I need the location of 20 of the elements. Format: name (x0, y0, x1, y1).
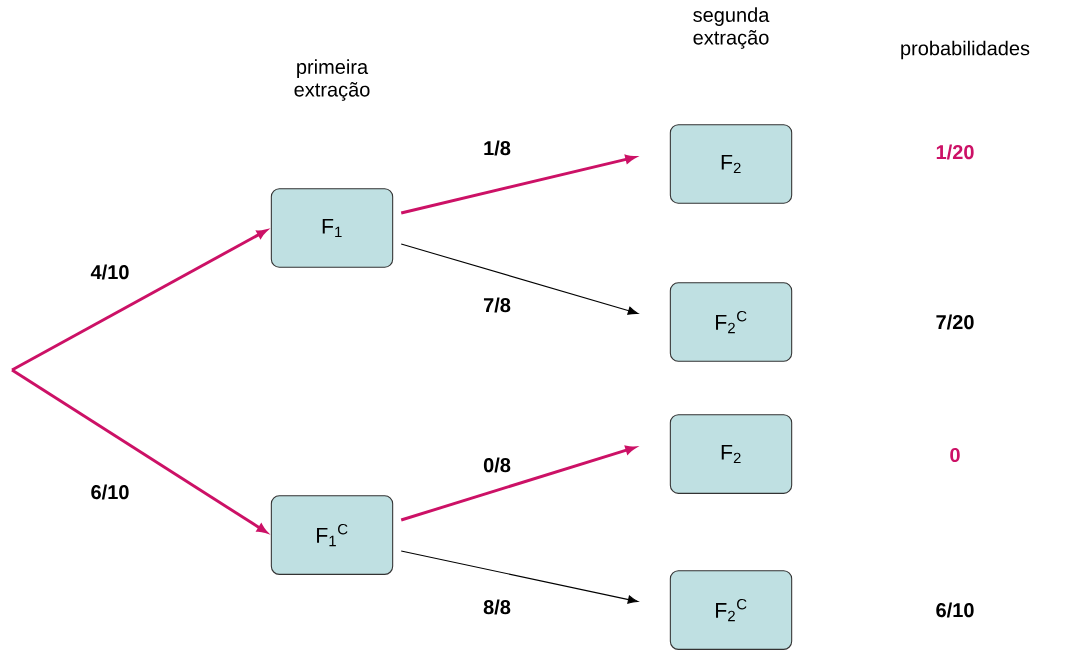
probability-value: 7/20 (936, 314, 974, 330)
arrow (400, 550, 639, 604)
probability-value: 6/10 (936, 602, 974, 618)
heading: probabilidades (901, 40, 1030, 60)
heading: primeira extração (294, 59, 370, 101)
edge-label: 6/10 (89, 483, 131, 501)
heading: segunda extração (693, 7, 770, 49)
arrow (400, 243, 639, 315)
edge-label: 1/8 (481, 139, 513, 157)
event-box: F$_{2}$C (669, 570, 793, 650)
edge-label: 8/8 (481, 598, 513, 616)
probability-value: 0 (950, 447, 960, 463)
event-box: F$_{2}$ (669, 414, 793, 494)
event-box: F$_{2}$ (669, 124, 793, 204)
event-box: F$_{2}$C (669, 282, 793, 362)
probability-value: 1/20 (936, 144, 974, 160)
event-box: F$_{1}$C (270, 495, 394, 575)
arrow (11, 368, 268, 534)
edge-label: 7/8 (481, 296, 513, 314)
event-box: F$_{1}$ (270, 188, 394, 268)
